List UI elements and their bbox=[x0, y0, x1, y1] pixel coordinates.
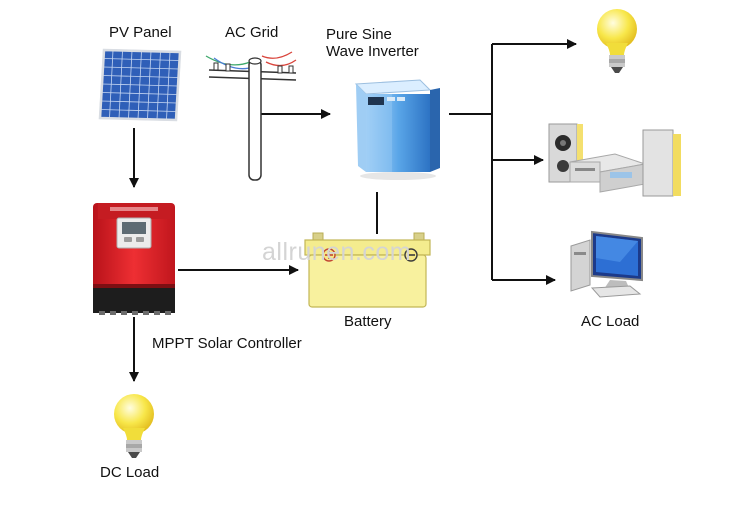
inverter-label-line2: Wave Inverter bbox=[326, 43, 419, 60]
watermark: allrunen.com bbox=[262, 238, 412, 266]
battery-icon bbox=[304, 232, 431, 308]
power-pole-icon bbox=[205, 51, 297, 181]
stereo-icon bbox=[548, 123, 681, 197]
ac-load-label: AC Load bbox=[581, 313, 640, 330]
pv-panel-label: PV Panel bbox=[109, 24, 172, 41]
battery-label: Battery bbox=[344, 313, 392, 330]
solar-panel-icon bbox=[98, 48, 182, 122]
inverter-icon bbox=[354, 79, 440, 180]
inverter-label-line1: Pure Sine bbox=[326, 26, 392, 43]
charge-controller-icon bbox=[93, 203, 175, 315]
light-bulb-icon bbox=[597, 9, 637, 73]
dc-load-label: DC Load bbox=[100, 464, 160, 481]
controller-label: MPPT Solar Controller bbox=[152, 335, 302, 352]
dc-load-bulb-icon bbox=[114, 394, 154, 458]
connector-lines bbox=[129, 39, 577, 382]
computer-icon bbox=[570, 230, 643, 298]
ac-grid-label: AC Grid bbox=[225, 24, 279, 41]
